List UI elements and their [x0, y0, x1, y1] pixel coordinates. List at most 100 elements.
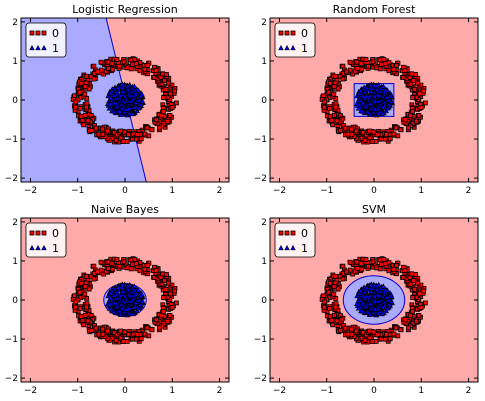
- y-tick-label: 2: [12, 18, 18, 28]
- point-class-0: [393, 325, 399, 331]
- point-class-1: [368, 88, 375, 95]
- point-class-0: [327, 313, 333, 319]
- point-class-0: [398, 127, 404, 133]
- point-class-1: [360, 93, 367, 99]
- y-tick-label: 2: [261, 218, 267, 228]
- point-class-1: [138, 293, 144, 299]
- point-class-0: [354, 266, 360, 271]
- point-class-0: [72, 104, 78, 110]
- point-class-0: [377, 257, 383, 263]
- point-class-1: [363, 104, 369, 110]
- point-class-0: [370, 59, 376, 65]
- scatter-points: [319, 256, 428, 345]
- point-class-0: [100, 131, 106, 137]
- point-class-0: [354, 66, 360, 71]
- point-class-0: [402, 117, 408, 123]
- point-class-0: [391, 331, 397, 337]
- point-class-0: [402, 68, 408, 73]
- point-class-0: [327, 113, 333, 119]
- point-class-1: [119, 88, 126, 95]
- point-class-1: [111, 299, 117, 306]
- point-class-0: [78, 280, 84, 286]
- point-class-0: [86, 86, 92, 92]
- point-class-0: [381, 257, 387, 262]
- point-class-0: [156, 325, 162, 331]
- y-tick-label: −1: [254, 335, 267, 345]
- point-class-0: [105, 66, 111, 71]
- point-class-0: [168, 291, 173, 297]
- point-class-1: [125, 283, 131, 289]
- point-class-0: [329, 317, 335, 323]
- point-class-0: [163, 86, 169, 92]
- point-class-1: [387, 293, 393, 299]
- point-class-1: [367, 101, 374, 107]
- y-tick-label: 0: [261, 96, 267, 106]
- point-class-0: [332, 304, 338, 310]
- point-class-1: [127, 110, 133, 116]
- y-tick-label: −1: [254, 135, 267, 145]
- point-class-0: [349, 126, 355, 132]
- legend-marker-class-0: [41, 230, 47, 236]
- point-class-1: [380, 283, 387, 289]
- point-class-0: [418, 305, 424, 310]
- point-class-0: [338, 328, 344, 333]
- point-class-0: [122, 329, 128, 335]
- point-class-0: [121, 59, 127, 65]
- x-tick-label: 1: [418, 386, 424, 396]
- y-tick-label: −1: [5, 335, 18, 345]
- point-class-0: [72, 304, 78, 310]
- point-class-1: [372, 106, 378, 112]
- x-tick-label: 0: [371, 386, 377, 396]
- point-class-0: [153, 117, 159, 123]
- point-class-1: [384, 287, 391, 293]
- point-class-1: [364, 84, 370, 90]
- point-class-0: [347, 59, 353, 65]
- point-class-1: [138, 93, 144, 99]
- point-class-0: [156, 125, 162, 131]
- point-class-0: [118, 328, 123, 334]
- point-class-1: [119, 81, 125, 87]
- point-class-1: [127, 292, 133, 298]
- point-class-0: [149, 327, 155, 333]
- point-class-0: [98, 59, 104, 65]
- point-class-0: [96, 331, 102, 337]
- point-class-1: [125, 286, 131, 293]
- point-class-0: [335, 286, 341, 292]
- point-class-1: [125, 83, 131, 89]
- chart-title: Naive Bayes: [91, 203, 159, 216]
- y-tick-label: 2: [12, 218, 18, 228]
- point-class-1: [118, 111, 124, 117]
- point-class-0: [109, 60, 115, 66]
- point-class-1: [107, 90, 114, 96]
- point-class-1: [127, 298, 133, 304]
- point-class-0: [137, 268, 143, 274]
- point-class-1: [376, 298, 382, 304]
- point-class-1: [123, 306, 129, 312]
- point-class-0: [83, 304, 89, 310]
- point-class-1: [368, 288, 375, 295]
- point-class-0: [80, 117, 86, 123]
- legend: 01: [274, 22, 316, 58]
- point-class-0: [377, 66, 383, 72]
- legend-box: [274, 22, 316, 58]
- point-class-0: [408, 313, 413, 319]
- point-class-0: [367, 335, 373, 341]
- point-class-0: [354, 59, 360, 65]
- legend-marker-class-1: [41, 44, 47, 51]
- point-class-0: [145, 62, 151, 68]
- point-class-1: [134, 308, 140, 314]
- point-class-1: [368, 305, 375, 311]
- x-tick-label: −1: [71, 186, 84, 196]
- y-tick-label: 2: [261, 18, 267, 28]
- point-class-0: [173, 100, 179, 106]
- point-class-1: [139, 98, 146, 104]
- point-class-0: [144, 325, 150, 331]
- point-class-0: [118, 135, 124, 141]
- point-class-0: [335, 86, 341, 92]
- point-class-1: [376, 92, 382, 98]
- scatter-points: [70, 56, 179, 145]
- point-class-0: [383, 332, 389, 337]
- point-class-1: [111, 293, 118, 299]
- point-class-1: [386, 301, 392, 307]
- point-class-1: [383, 108, 389, 114]
